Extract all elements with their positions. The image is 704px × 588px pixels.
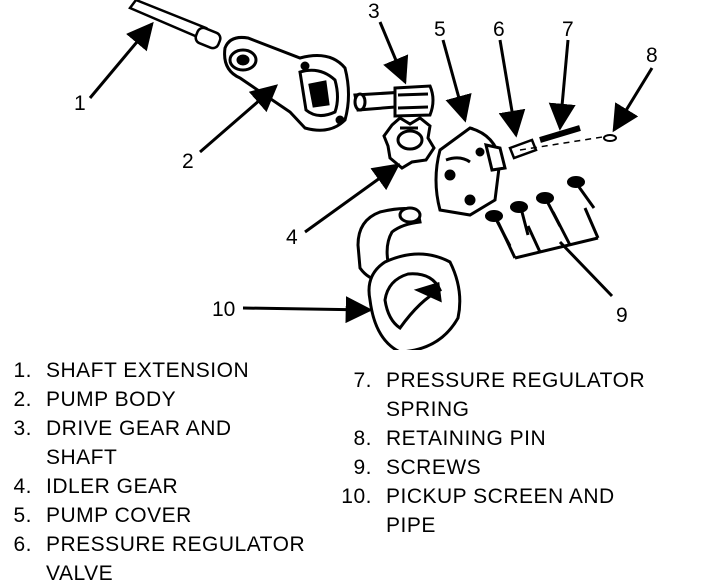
legend-item: 6. PRESSURE REGULATOR VALVE — [2, 530, 362, 588]
leader-arrow-4 — [304, 163, 401, 234]
oil-pump-exploded-diagram: 1 2 3 4 5 6 7 8 9 10 — [74, 0, 658, 350]
pump-body-part — [223, 36, 350, 132]
leader-arrow-1 — [88, 21, 154, 99]
callout-number-8: 8 — [646, 44, 658, 67]
legend-item: 10. PICKUP SCREEN AND PIPE — [336, 482, 704, 540]
legend-label: IDLER GEAR — [46, 475, 179, 498]
assembly-axis-line — [519, 134, 616, 151]
legend-number: 10. — [341, 485, 372, 508]
legend-item: 8. RETAINING PIN — [336, 424, 704, 453]
leader-arrow-7 — [548, 39, 576, 131]
idler-gear-part — [382, 116, 436, 170]
legend-label: PUMP COVER — [46, 504, 192, 527]
screws-part — [485, 176, 596, 247]
legend-number: 1. — [13, 359, 32, 382]
shaft-extension-part — [128, 0, 222, 50]
screws-bracket — [496, 207, 614, 298]
legend-right-column: 7. PRESSURE REGULATOR SPRING 8. RETAININ… — [336, 366, 704, 540]
legend-label: SCREWS — [386, 456, 482, 479]
legend-item: 7. PRESSURE REGULATOR SPRING — [336, 366, 704, 424]
leader-arrow-6 — [498, 39, 526, 138]
legend-number: 7. — [353, 369, 372, 392]
retaining-pin-part — [603, 134, 617, 142]
callout-number-6: 6 — [493, 18, 505, 41]
callout-number-3: 3 — [368, 0, 380, 23]
callout-number-4: 4 — [286, 226, 298, 249]
legend-item: 5. PUMP COVER — [2, 501, 362, 530]
pump-cover-part — [434, 126, 507, 217]
callout-number-5: 5 — [434, 18, 446, 41]
callout-number-9: 9 — [616, 304, 628, 327]
pickup-screen-part — [356, 206, 462, 350]
legend-label: PRESSURE REGULATOR VALVE — [46, 533, 306, 585]
legend-left-column: 1. SHAFT EXTENSION 2. PUMP BODY 3. DRIVE… — [2, 356, 362, 588]
legend-number: 8. — [353, 427, 372, 450]
callout-number-1: 1 — [74, 92, 86, 115]
callout-number-7: 7 — [562, 18, 574, 41]
regulator-spring-part — [539, 125, 581, 143]
legend-label: RETAINING PIN — [386, 427, 547, 450]
leader-arrow-3 — [378, 21, 409, 85]
drive-gear-part — [353, 84, 435, 118]
legend-number: 4. — [13, 475, 32, 498]
legend-item: 9. SCREWS — [336, 453, 704, 482]
legend-number: 6. — [13, 533, 32, 556]
legend-item: 4. IDLER GEAR — [2, 472, 362, 501]
legend-number: 9. — [353, 456, 372, 479]
legend-number: 3. — [13, 417, 32, 440]
legend-item: 2. PUMP BODY — [2, 385, 362, 414]
legend-label: PUMP BODY — [46, 388, 177, 411]
leader-arrow-10 — [242, 296, 373, 324]
legend-label: SHAFT EXTENSION — [46, 359, 250, 382]
callout-number-2: 2 — [182, 150, 194, 173]
legend-label: PICKUP SCREEN AND PIPE — [386, 485, 615, 537]
legend-number: 5. — [13, 504, 32, 527]
legend-number: 2. — [13, 388, 32, 411]
legend-label: DRIVE GEAR AND SHAFT — [46, 417, 232, 469]
leader-arrow-5 — [441, 39, 472, 123]
legend-label: PRESSURE REGULATOR SPRING — [386, 369, 646, 421]
callout-number-10: 10 — [212, 298, 235, 321]
leader-arrow-2 — [199, 84, 279, 154]
leader-arrow-8 — [612, 67, 654, 133]
legend-item: 3. DRIVE GEAR AND SHAFT — [2, 414, 362, 472]
legend-item: 1. SHAFT EXTENSION — [2, 356, 362, 385]
leader-lines — [88, 21, 654, 324]
